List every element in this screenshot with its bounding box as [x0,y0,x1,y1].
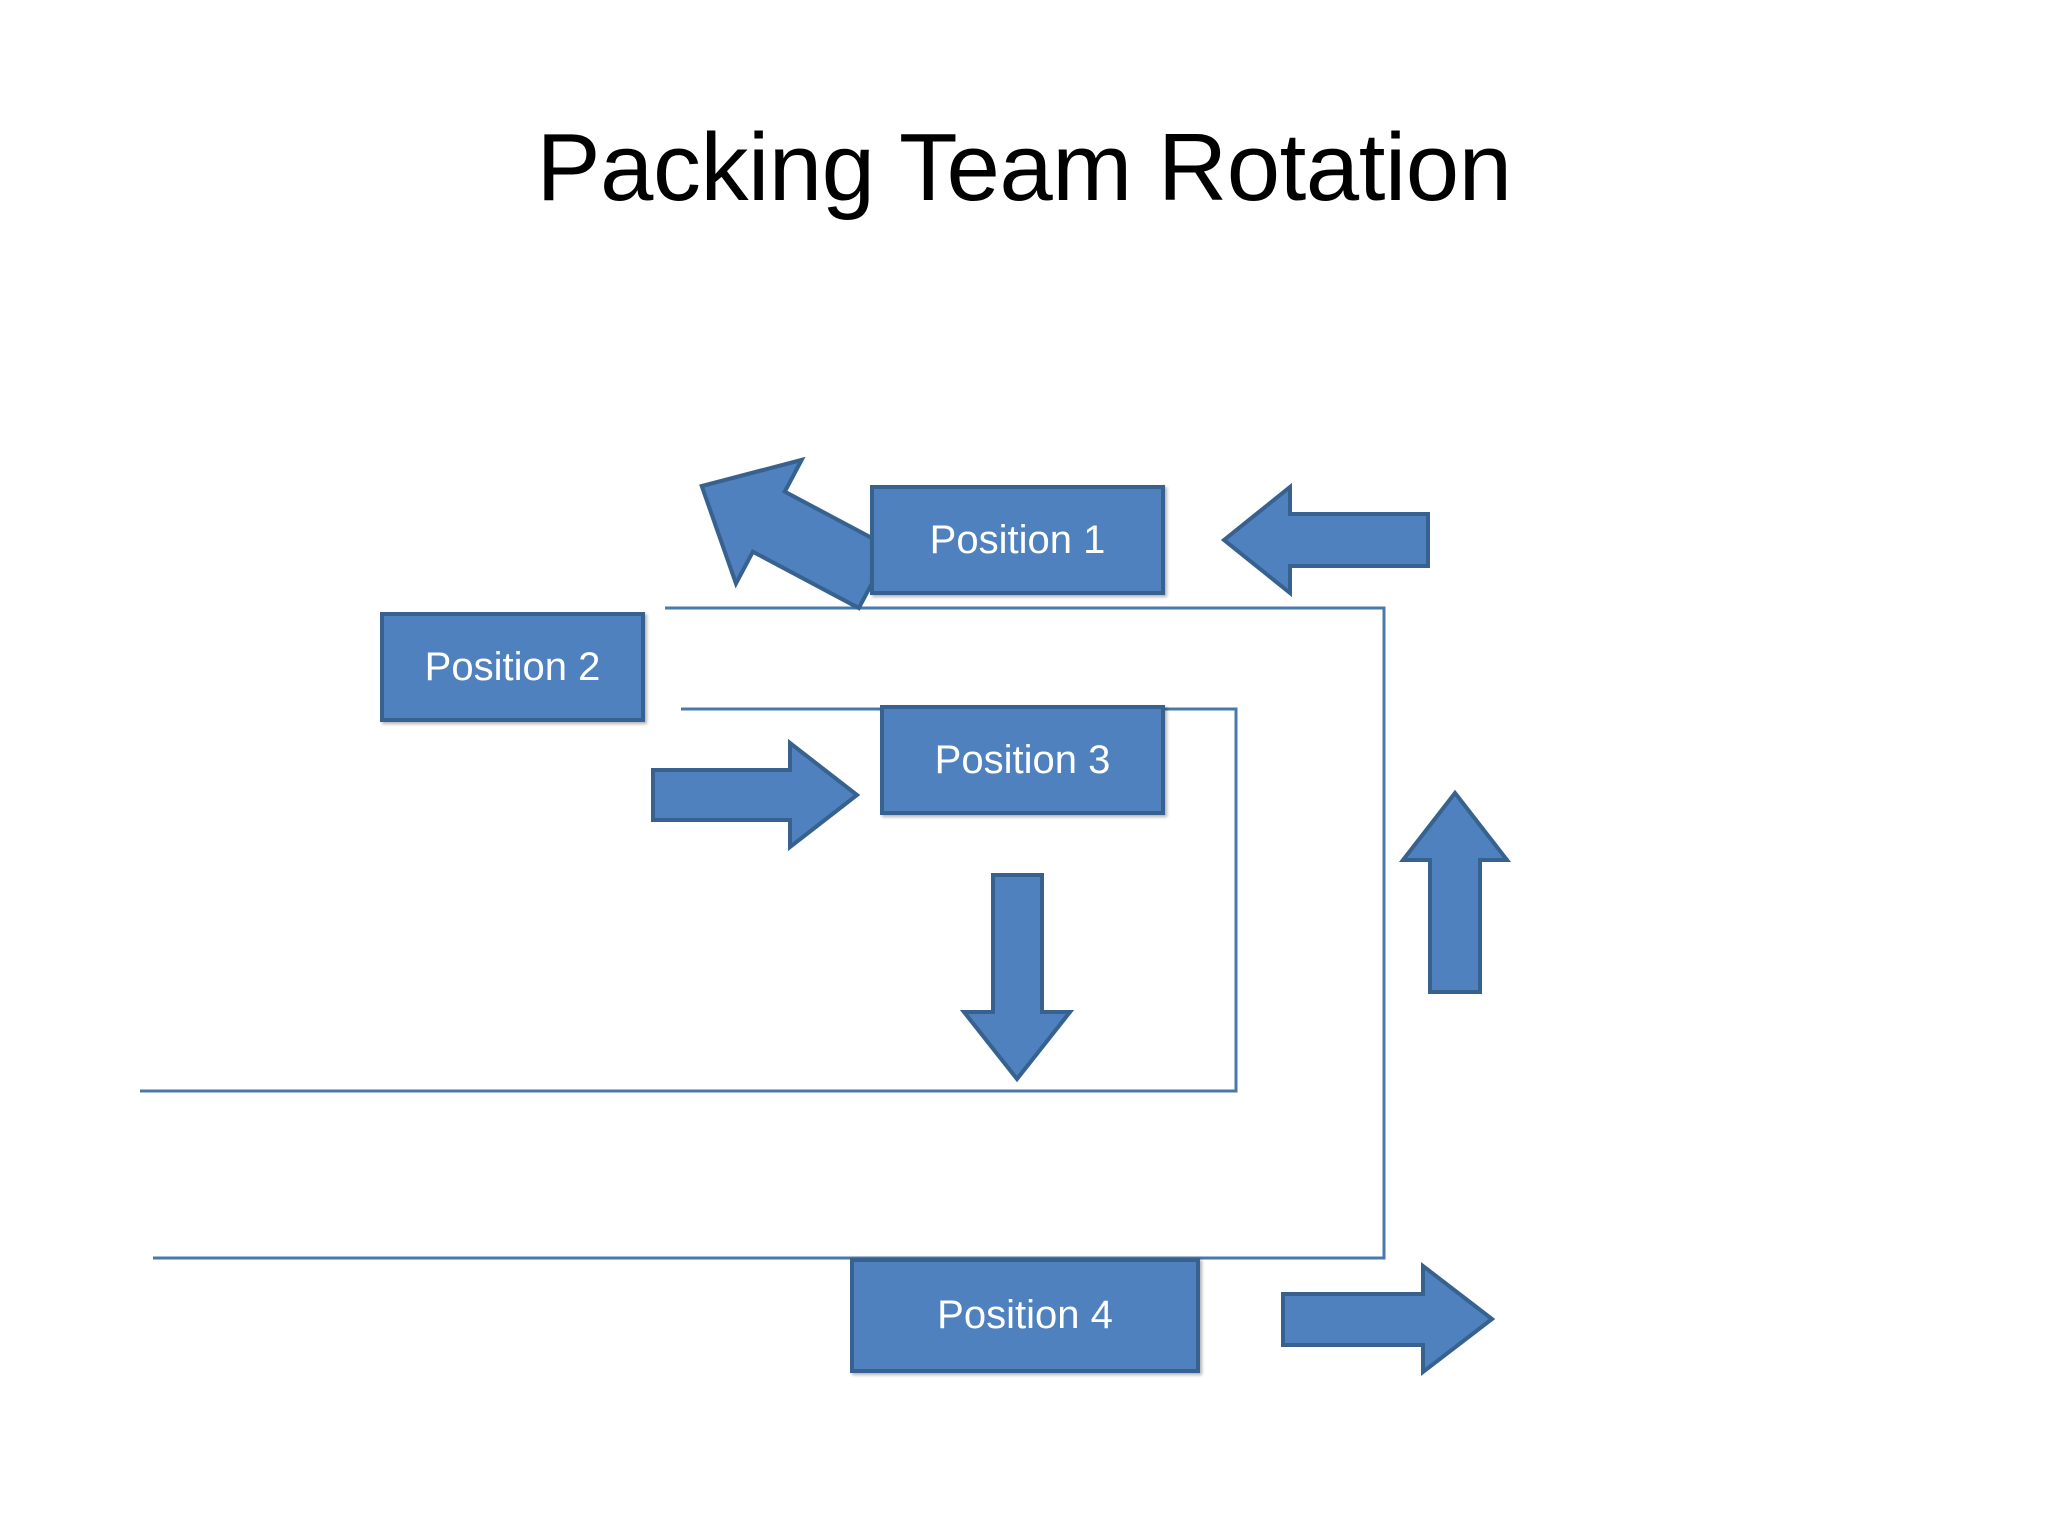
box-position-3-label: Position 3 [934,737,1111,782]
box-position-4-label: Position 4 [937,1293,1113,1337]
arrow-into-position-1[interactable] [1220,482,1430,598]
box-position-4[interactable]: Position 4 [850,1258,1200,1373]
arrow-right-icon [1281,1261,1496,1377]
arrow-left-icon [1220,482,1430,598]
arrow-right-icon [651,738,861,852]
arrow-right-up[interactable] [1398,789,1512,995]
box-position-3[interactable]: Position 3 [880,705,1165,815]
arrow-below-position-3[interactable] [959,872,1075,1083]
box-position-2[interactable]: Position 2 [380,612,645,722]
arrow-up-icon [1398,789,1512,994]
box-position-1[interactable]: Position 1 [870,485,1165,595]
arrow-into-position-3[interactable] [650,738,861,852]
box-position-1-label: Position 1 [929,517,1106,562]
connector-outer-loop [153,606,1386,1260]
box-position-2-label: Position 2 [424,644,601,689]
arrow-out-position-4[interactable] [1280,1261,1496,1377]
arrow-diagonal-down-left[interactable] [630,435,894,611]
arrow-down-icon [959,873,1075,1083]
page-title: Packing Team Rotation [536,114,1512,221]
